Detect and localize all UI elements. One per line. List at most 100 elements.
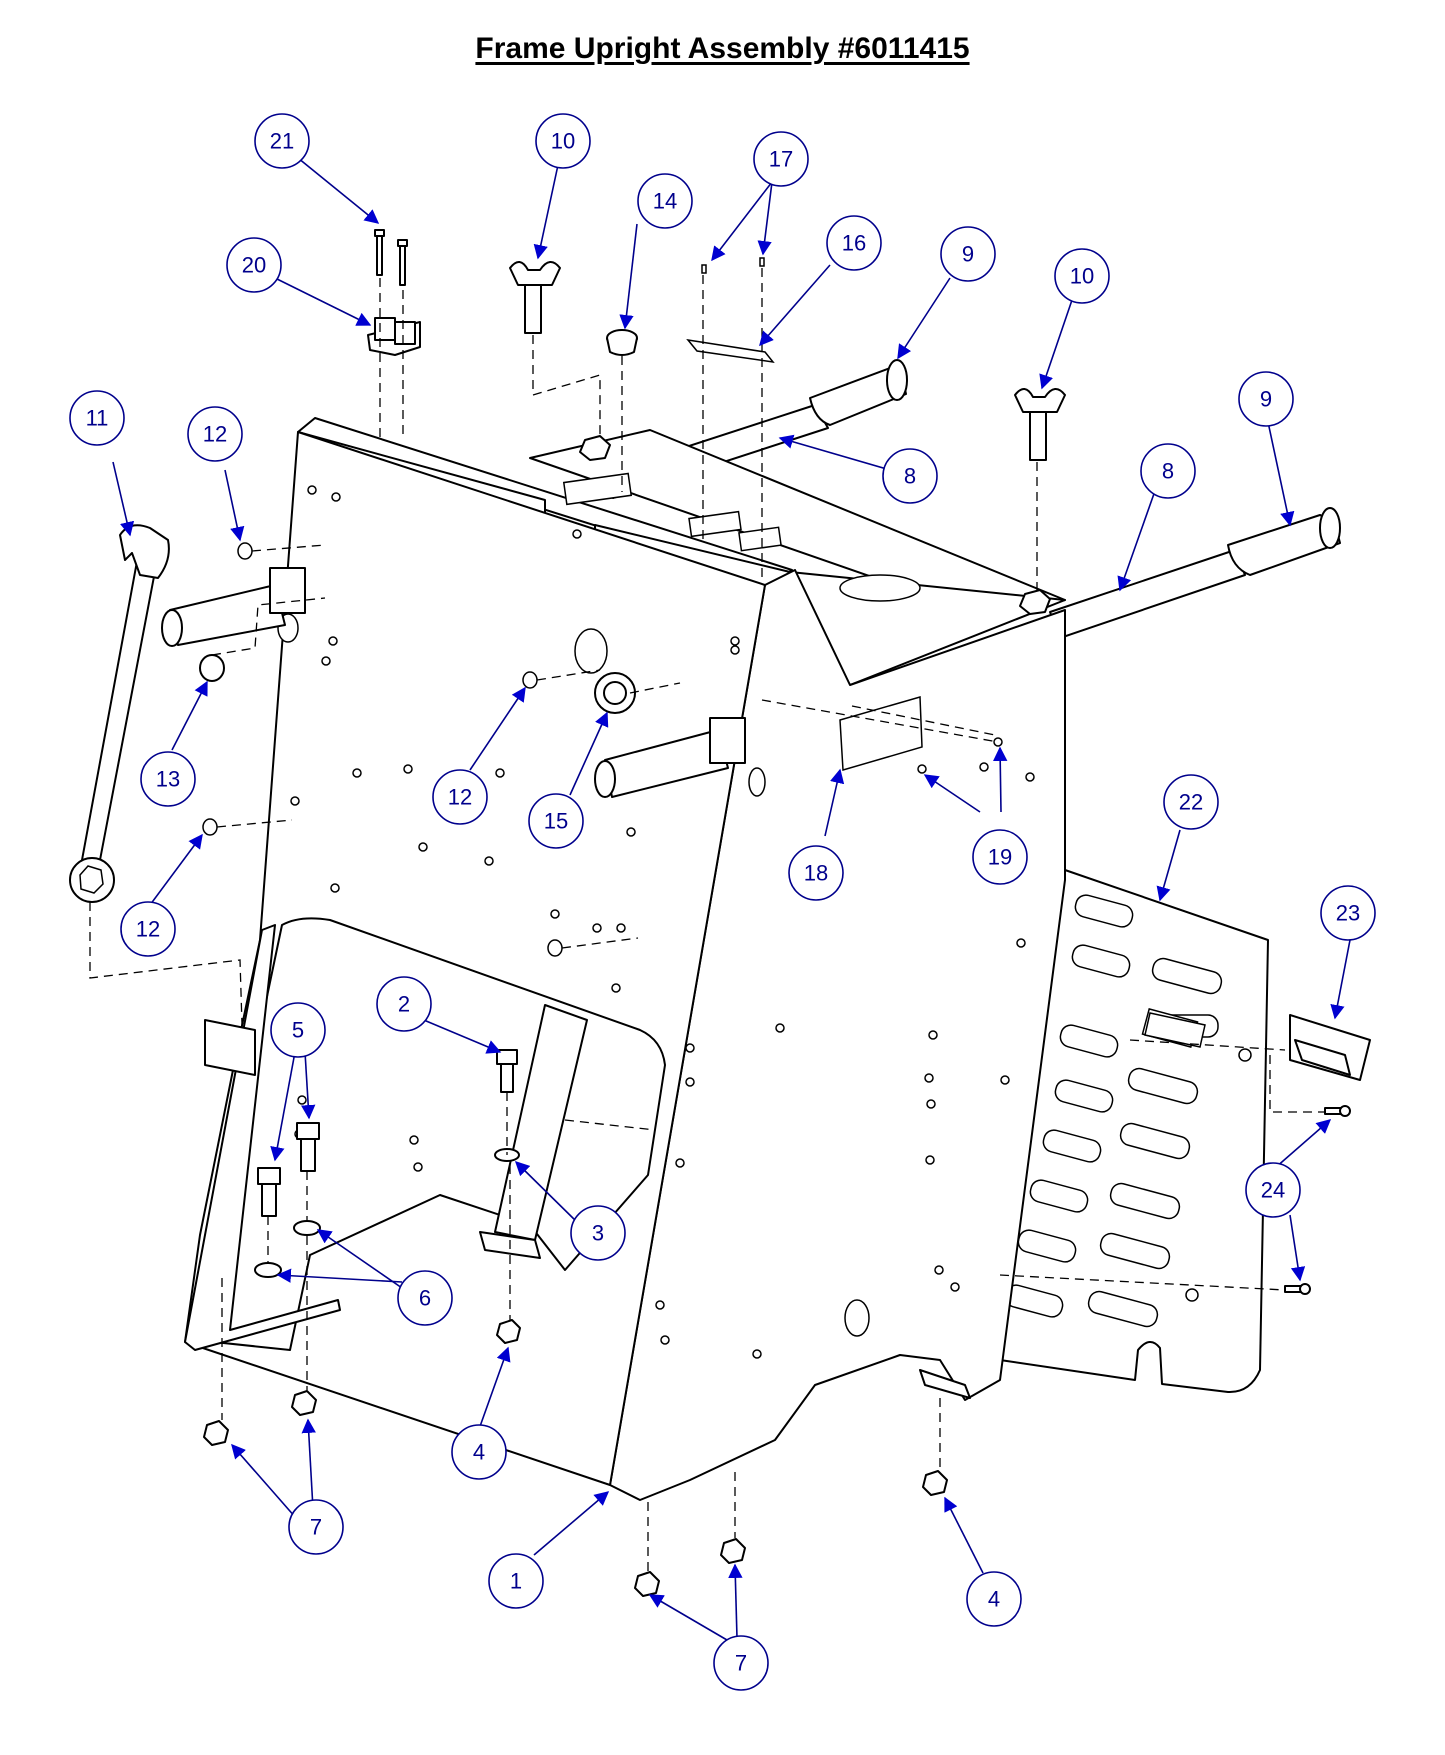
- svg-text:23: 23: [1336, 901, 1360, 926]
- callout-10b: 10: [1054, 248, 1110, 304]
- frame-upright: [184, 417, 1066, 1501]
- callout-17: 17: [753, 131, 809, 187]
- callout-10a: 10: [535, 113, 591, 169]
- callout-23: 23: [1320, 885, 1376, 941]
- callout-12b: 12: [432, 769, 488, 825]
- svg-text:2: 2: [398, 992, 410, 1017]
- svg-text:19: 19: [988, 845, 1012, 870]
- svg-text:4: 4: [988, 1587, 1000, 1612]
- svg-text:5: 5: [292, 1018, 304, 1043]
- latch-23: [1289, 1014, 1371, 1081]
- callout-8b: 8: [1140, 443, 1196, 499]
- callout-6: 6: [397, 1270, 453, 1326]
- svg-text:20: 20: [242, 253, 266, 278]
- nut-top-left: [579, 435, 611, 461]
- svg-text:10: 10: [1070, 264, 1094, 289]
- wrench: [69, 524, 170, 903]
- callout-22: 22: [1163, 774, 1219, 830]
- leader-lines: [112, 157, 1351, 1641]
- callout-19: 19: [972, 829, 1028, 885]
- decal-panel: [1144, 1012, 1206, 1048]
- callout-24: 24: [1245, 1162, 1301, 1218]
- svg-text:1: 1: [510, 1569, 522, 1594]
- svg-text:7: 7: [735, 1651, 747, 1676]
- svg-text:3: 3: [592, 1221, 604, 1246]
- washer-6a: [293, 1220, 321, 1236]
- decal-top: [686, 338, 775, 364]
- nut-top-right: [1019, 589, 1051, 615]
- screws: [374, 229, 408, 286]
- svg-text:7: 7: [310, 1515, 322, 1540]
- svg-text:11: 11: [86, 406, 109, 431]
- callout-5: 5: [270, 1002, 326, 1058]
- pin-19a: [993, 737, 1003, 747]
- svg-text:14: 14: [653, 189, 677, 214]
- svg-text:13: 13: [156, 767, 180, 792]
- nuts: [203, 1319, 948, 1597]
- plug-12b: [522, 671, 538, 689]
- callout-1: 1: [488, 1553, 544, 1609]
- svg-text:4: 4: [473, 1440, 485, 1465]
- callout-7a: 7: [288, 1499, 344, 1555]
- svg-text:15: 15: [544, 809, 568, 834]
- callout-12a: 12: [187, 406, 243, 462]
- svg-text:21: 21: [270, 129, 294, 154]
- callout-2: 2: [376, 976, 432, 1032]
- svg-text:18: 18: [804, 861, 828, 886]
- decal-front: [839, 696, 923, 771]
- svg-text:10: 10: [551, 129, 575, 154]
- bolt-5b: [296, 1122, 320, 1172]
- callout-3: 3: [570, 1205, 626, 1261]
- clip-left: [204, 1019, 256, 1076]
- page-title: Frame Upright Assembly #6011415: [475, 32, 970, 65]
- svg-text:9: 9: [1260, 387, 1272, 412]
- callout-7b: 7: [713, 1635, 769, 1691]
- svg-text:12: 12: [136, 917, 160, 942]
- svg-text:8: 8: [904, 464, 916, 489]
- bolt-2: [496, 1049, 518, 1093]
- svg-text:16: 16: [842, 231, 866, 256]
- control-panel-grille: [999, 869, 1269, 1394]
- callout-11: 11: [69, 390, 125, 446]
- callout-13: 13: [140, 751, 196, 807]
- pin-17a: [701, 264, 707, 274]
- callout-4a: 4: [451, 1424, 507, 1480]
- svg-text:22: 22: [1179, 790, 1203, 815]
- pin-19b: [917, 764, 927, 774]
- plug-13: [199, 654, 225, 682]
- svg-text:6: 6: [419, 1286, 431, 1311]
- plug-12c: [202, 818, 218, 836]
- callout-9b: 9: [1238, 371, 1294, 427]
- pin-17b: [759, 257, 765, 267]
- callout-18: 18: [788, 845, 844, 901]
- svg-text:12: 12: [448, 785, 472, 810]
- callout-8a: 8: [882, 448, 938, 504]
- assembly-lines: [89, 268, 1325, 1572]
- pin-tube-right: [594, 717, 746, 798]
- callout-15: 15: [528, 793, 584, 849]
- callout-9a: 9: [940, 226, 996, 282]
- clamp-bracket: [367, 317, 421, 356]
- svg-text:9: 9: [962, 242, 974, 267]
- plug-12d: [547, 939, 563, 957]
- grommet: [594, 672, 636, 714]
- screw-24b: [1284, 1283, 1311, 1295]
- handle-bar-lower: [1049, 507, 1341, 639]
- svg-text:17: 17: [769, 147, 793, 172]
- callout-4b: 4: [966, 1571, 1022, 1627]
- washer-6b: [254, 1262, 282, 1278]
- plug-12a: [237, 542, 253, 560]
- wing-screw-right: [1014, 388, 1066, 461]
- screw-24a: [1324, 1105, 1351, 1117]
- bolt-5a: [257, 1167, 281, 1217]
- svg-text:12: 12: [203, 422, 227, 447]
- callout-16: 16: [826, 215, 882, 271]
- svg-text:24: 24: [1261, 1178, 1285, 1203]
- svg-text:8: 8: [1162, 459, 1174, 484]
- cap: [606, 329, 638, 356]
- callout-12c: 12: [120, 901, 176, 957]
- callout-21: 21: [254, 113, 310, 169]
- callout-20: 20: [226, 237, 282, 293]
- callout-14: 14: [637, 173, 693, 229]
